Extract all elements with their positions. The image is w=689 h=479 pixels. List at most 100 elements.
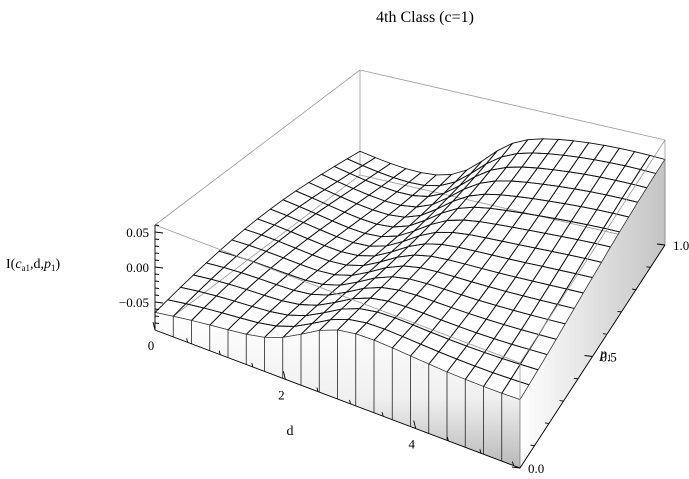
surface-patch <box>380 177 410 193</box>
z-tick-label: 0.05 <box>126 225 149 240</box>
z-tick <box>154 245 160 247</box>
surface-patch <box>230 228 263 246</box>
y-tick-label: 0.0 <box>528 461 544 476</box>
surface-patch <box>302 213 334 231</box>
surface-patch <box>462 206 492 223</box>
surface-patch <box>474 351 504 374</box>
x-tick <box>349 399 351 405</box>
surface-patch <box>468 299 497 320</box>
surface-patch <box>526 167 554 185</box>
z-tick-label: 0.00 <box>126 260 149 275</box>
surface-patch <box>320 165 351 183</box>
surface-patch <box>203 295 236 314</box>
surface-patch <box>483 338 513 360</box>
surface-patch <box>470 267 500 288</box>
surface-patch <box>245 277 278 296</box>
surface-patch <box>474 156 502 178</box>
surface-patch <box>404 294 435 314</box>
surface-patch <box>485 142 513 165</box>
surface-patch <box>346 150 377 167</box>
surface-patch <box>280 289 313 305</box>
surface-patch <box>270 257 302 275</box>
surface-patch <box>248 234 280 252</box>
z-tick <box>154 224 160 226</box>
x-tick <box>186 338 189 343</box>
surface-patch <box>529 299 559 321</box>
surface-patch <box>331 211 362 229</box>
surface-patch <box>433 288 463 309</box>
surface-patch <box>536 153 565 171</box>
surface-patch <box>445 206 476 221</box>
surface-patch <box>343 203 374 220</box>
surface-patch <box>443 276 473 296</box>
surface-patch <box>478 286 507 306</box>
surface-patch <box>512 295 541 316</box>
surface-patch <box>362 276 394 289</box>
y-axis-label: p1 <box>599 347 612 363</box>
y-tick <box>511 466 521 469</box>
surface-patch <box>265 240 297 259</box>
z-tick <box>154 308 160 310</box>
z-axis-label: I(ca1,d,p1) <box>6 257 61 273</box>
surface-patch <box>418 219 449 237</box>
y-tick-label: 1.0 <box>673 238 689 253</box>
surface-patch <box>399 195 430 208</box>
surface-patch <box>235 244 267 263</box>
surface-patch <box>316 260 348 276</box>
surface-patch <box>460 281 490 301</box>
surface-patch <box>397 278 428 296</box>
surface-patch <box>465 332 495 354</box>
surface-patch <box>373 265 405 279</box>
x-tick <box>413 420 417 429</box>
bounding-box-back <box>154 69 666 331</box>
z-tick <box>154 280 160 282</box>
surface-patch <box>371 200 402 216</box>
x-tick <box>512 461 514 466</box>
surface <box>154 138 666 470</box>
surface-patch <box>319 220 350 238</box>
x-tick-label: 4 <box>408 437 415 452</box>
surface-patch <box>408 267 439 285</box>
surface-patch <box>447 176 476 198</box>
surface-patch <box>425 271 456 290</box>
surface-patch <box>456 193 486 209</box>
surface-patch <box>394 306 425 326</box>
surface-patch <box>453 263 483 283</box>
surface-patch <box>503 309 532 331</box>
x-tick <box>152 321 156 331</box>
x-tick <box>381 412 384 417</box>
z-tick <box>154 273 160 275</box>
surface-patch <box>215 283 248 302</box>
y-axis-label-sub: 1 <box>607 353 612 363</box>
box-floor-back-edge <box>154 174 666 331</box>
z-label-c-sub: a1 <box>22 263 31 273</box>
surface-patch <box>314 204 346 222</box>
surface-patch <box>227 272 260 291</box>
surface-patch <box>413 243 443 257</box>
surface-patch <box>351 286 383 300</box>
x-tick-label: 0 <box>148 338 155 353</box>
surface-patch <box>483 180 513 196</box>
z-label-c: c <box>15 257 22 272</box>
surface-patch <box>277 231 309 249</box>
surface-patch <box>488 272 517 292</box>
y-tick-label: 0.5 <box>601 350 617 365</box>
surface-patch <box>450 294 480 315</box>
surface-patch <box>335 227 366 244</box>
surface-patch <box>333 158 364 175</box>
surface-patch <box>328 251 359 266</box>
surface-patch <box>294 238 326 256</box>
x-tick <box>446 436 449 442</box>
z-tick <box>154 252 160 254</box>
surface-patch <box>377 163 407 179</box>
y-tick <box>631 288 637 291</box>
surface-patch <box>350 261 382 277</box>
surface-patch <box>391 214 423 228</box>
z-label-mid: ,d, <box>30 257 44 272</box>
surface-patch <box>290 221 321 240</box>
y-tick <box>617 310 622 313</box>
surface-patch <box>485 304 515 326</box>
surface-patch <box>448 325 478 347</box>
surface-patch <box>493 324 523 345</box>
